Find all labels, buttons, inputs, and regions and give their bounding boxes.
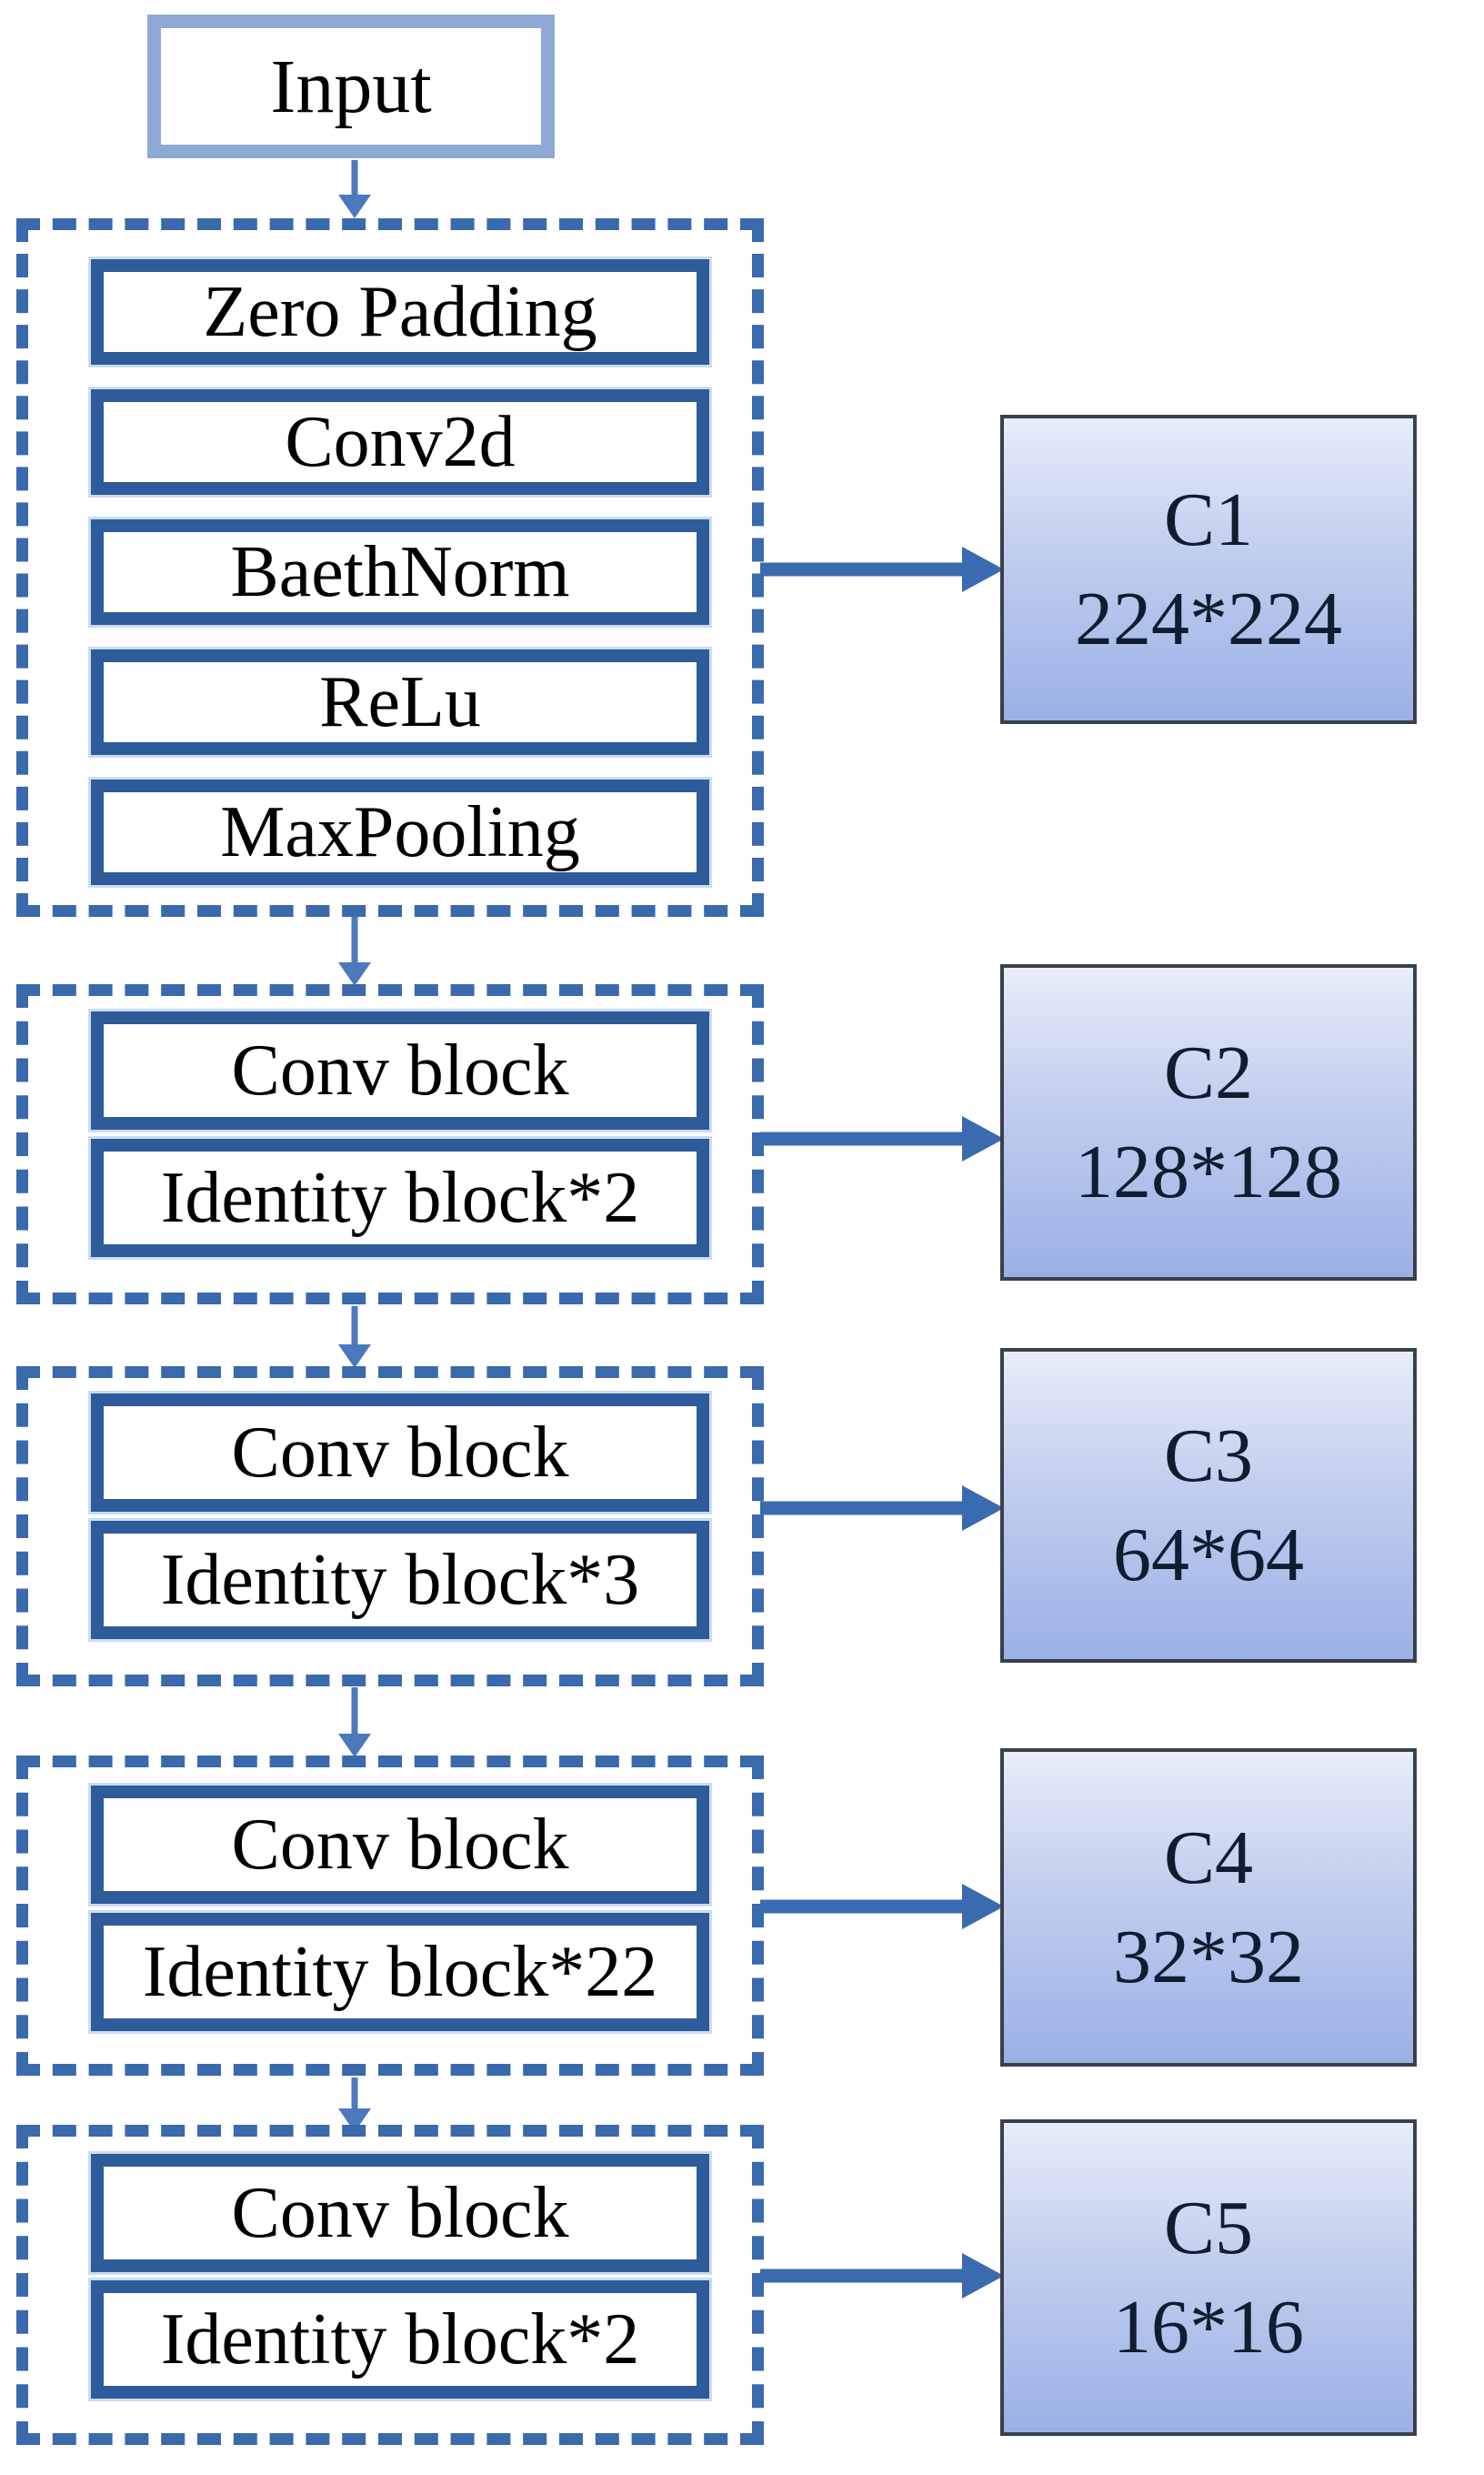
layer-box-zero-padding: Zero Padding [91,259,709,365]
layer-label: Identity block*2 [160,1157,640,1238]
output-name: C4 [1163,1815,1254,1900]
layer-box-identity-block: Identity block*3 [91,1521,709,1639]
stage-1-group: Zero Padding Conv2d BaethNorm ReLu MaxPo… [16,218,764,917]
layer-label: Conv block [231,1030,569,1111]
output-node-c1: C1 224*224 [1000,415,1417,724]
layer-label: Zero Padding [203,271,597,352]
layer-box-conv2d: Conv2d [91,389,709,495]
right-arrow-stage4-to-c4 [760,1883,1004,1930]
layer-label: Identity block*2 [160,2299,640,2379]
layer-label: Conv block [231,1412,569,1493]
arrow-head-icon [962,547,1004,592]
output-size: 32*32 [1113,1915,1304,1999]
layer-label: BaethNorm [230,531,570,612]
output-size: 128*128 [1075,1130,1342,1214]
output-node-c4: C4 32*32 [1000,1748,1417,2067]
stage-5-group: Conv block Identity block*2 [16,2125,764,2445]
layer-label: ReLu [319,661,481,742]
arrow-head-icon [338,962,371,986]
layer-label: Conv2d [285,401,516,482]
arrow-head-icon [338,1344,371,1368]
layer-box-identity-block: Identity block*2 [91,1139,709,1257]
down-arrow-stage4-to-stage5 [329,2078,380,2132]
layer-label: Conv block [231,1804,569,1885]
arrow-head-icon [962,1884,1004,1929]
stage-2-group: Conv block Identity block*2 [16,984,764,1304]
output-node-c3: C3 64*64 [1000,1348,1417,1663]
arrow-shaft [760,562,969,577]
layer-box-relu: ReLu [91,649,709,755]
output-size: 224*224 [1075,577,1342,661]
arrow-head-icon [962,1116,1004,1162]
arrow-head-icon [962,2253,1004,2299]
output-size: 64*64 [1113,1513,1304,1597]
layer-label: Identity block*22 [142,1931,658,2012]
output-name: C2 [1163,1030,1254,1115]
layer-label: Conv block [231,2172,569,2253]
output-size: 16*16 [1113,2285,1304,2369]
output-name: C3 [1163,1413,1254,1498]
down-arrow-stage2-to-stage3 [329,1306,380,1368]
layer-box-conv-block: Conv block [91,1786,709,1904]
arrow-head-icon [338,1734,371,1757]
input-label: Input [270,44,432,129]
layer-box-conv-block: Conv block [91,2154,709,2272]
layer-box-identity-block: Identity block*2 [91,2280,709,2399]
arrow-shaft [351,2078,358,2110]
arrow-head-icon [962,1485,1004,1531]
arrow-shaft [351,917,358,964]
arrow-head-icon [338,195,371,218]
down-arrow-stage3-to-stage4 [329,1687,380,1757]
layer-box-conv-block: Conv block [91,1011,709,1130]
layer-box-baethnorm: BaethNorm [91,519,709,625]
right-arrow-stage3-to-c3 [760,1484,1004,1532]
arrow-shaft [351,1687,358,1736]
right-arrow-stage1-to-c1 [760,546,1004,593]
layer-box-conv-block: Conv block [91,1393,709,1512]
layer-label: MaxPooling [220,791,580,872]
arrow-shaft [760,2269,969,2283]
input-node: Input [147,15,555,158]
arrow-shaft [351,1306,358,1346]
down-arrow-input-to-stage1 [329,160,380,218]
arrow-shaft [760,1899,969,1914]
output-node-c5: C5 16*16 [1000,2119,1417,2436]
output-name: C5 [1163,2185,1254,2270]
arrow-shaft [351,160,358,196]
layer-box-maxpooling: MaxPooling [91,780,709,885]
stage-3-group: Conv block Identity block*3 [16,1366,764,1686]
down-arrow-stage1-to-stage2 [329,917,380,986]
arrow-shaft [760,1132,969,1146]
right-arrow-stage5-to-c5 [760,2252,1004,2299]
layer-label: Identity block*3 [160,1539,640,1620]
arrow-shaft [760,1501,969,1515]
output-name: C1 [1163,477,1254,562]
layer-box-identity-block: Identity block*22 [91,1913,709,2031]
stage-4-group: Conv block Identity block*22 [16,1756,764,2076]
right-arrow-stage2-to-c2 [760,1115,1004,1162]
output-node-c2: C2 128*128 [1000,964,1417,1281]
